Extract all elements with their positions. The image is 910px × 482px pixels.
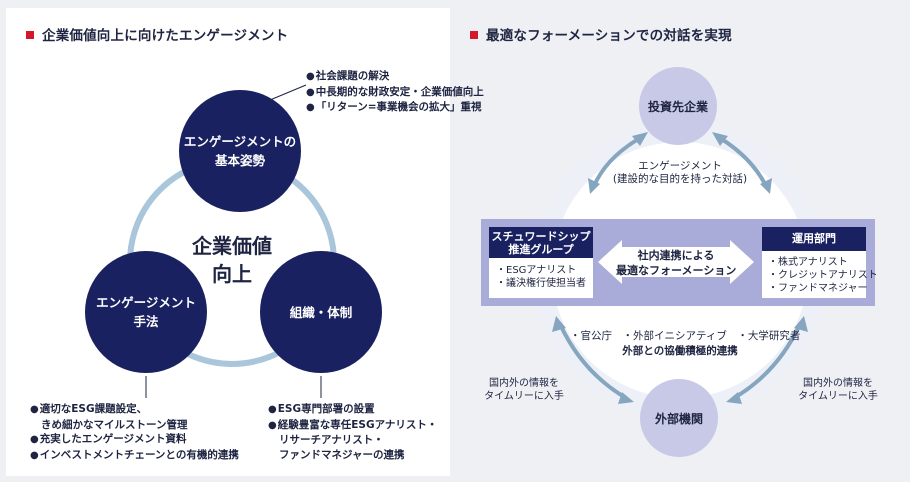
circle-basic-stance [179,90,301,212]
operations-item: ・株式アナリスト [768,257,848,268]
operations-item: ・ファンドマネジャー [768,283,868,294]
center-value-line1: 企業価値 [192,234,272,258]
bullet-item: ●社会課題の解決 [306,70,390,82]
stewardship-box-head: スチュワードシップ 推進グループ [489,227,593,258]
arrow-top-right [718,136,768,188]
bullet-item: ●「リターン=事業機会の拡大」重視 [306,101,482,113]
bullets-organization: ●ESG専門部署の設置 ●経験豊富な専任ESGアナリスト・ リサーチアナリスト・… [268,402,437,462]
label-basic-stance-line2: 基本姿勢 [214,153,265,168]
arrow-top-left [592,136,642,188]
info-right-line1: 国内外の情報を [803,378,873,389]
node-external-label: 外部機関 [654,412,703,426]
external-collab-line1: ・官公庁 ・外部イニシアティブ ・大学研究者 [570,330,801,342]
engagement-caption: エンゲージメント (建設的な目的を持った対話) [600,160,760,186]
stewardship-head-line1: スチュワードシップ [491,230,591,243]
bullet-item: ●ESG専門部署の設置 [268,403,375,415]
bullet-item: ●中長期的な財政安定・企業価値向上 [306,85,484,98]
node-investee-label: 投資先企業 [647,100,708,114]
operations-items: ・株式アナリスト ・クレジットアナリスト ・ファンドマネジャー [768,256,878,295]
bullet-item: ●インベストメントチェーンとの有機的連携 [30,448,239,461]
center-arrow-line2: 最適なフォーメーション [616,264,737,277]
bullet-text: 経験豊富な専任ESGアナリスト・ [277,418,438,431]
node-investee [639,67,717,145]
center-arrow-text: 社内連携による 最適なフォーメーション [616,248,736,278]
bullet-item: ●経験豊富な専任ESGアナリスト・ [268,418,438,431]
info-left-line1: 国内外の情報を [489,378,559,389]
circle-method [85,251,207,373]
red-square-icon [470,31,478,39]
label-organization-line1: 組織・体制 [289,305,353,320]
bullet-text: 社会課題の解決 [315,70,390,82]
left-heading: 企業価値向上に向けたエンゲージメント [26,24,288,44]
info-caption-right: 国内外の情報を タイムリーに入手 [792,377,884,403]
bullet-text-cont: リサーチアナリスト・ [279,434,384,446]
node-external [640,379,718,457]
arrowhead-tr-a [712,132,728,146]
bullets-method: ●適切なESG課題設定、 きめ細かなマイルストーン管理 ●充実したエンゲージメン… [30,402,239,463]
center-value-text: 企業価値 向上 [182,232,282,288]
label-basic-stance: エンゲージメントの 基本姿勢 [179,132,301,170]
arrow-bottom-right [732,322,802,400]
info-right-line2: タイムリーに入手 [798,391,878,402]
bullet-text-cont: きめ細かなマイルストーン管理 [41,418,188,431]
center-value-line2: 向上 [212,262,252,286]
label-method-line2: 手法 [133,314,159,329]
arrowhead-br-a [794,316,808,332]
bullet-text-cont: ファンドマネジャーの連携 [279,448,405,461]
external-collab-line2: 外部との協働積極的連携 [622,345,738,357]
center-arrow-line1: 社内連携による [637,249,715,262]
label-method: エンゲージメント 手法 [85,293,207,331]
red-square-icon [26,31,34,39]
bullet-text: ESG専門部署の設置 [277,403,375,415]
label-organization: 組織・体制 [260,303,382,322]
leader-line-top [269,84,307,101]
arrow-bottom-left [558,322,628,400]
external-collab-text: ・官公庁 ・外部イニシアティブ ・大学研究者 外部との協働積極的連携 [570,329,801,359]
bullet-text: 中長期的な財政安定・企業価値向上 [315,85,484,98]
center-double-arrow [598,240,754,284]
stewardship-head-line2: 推進グループ [508,243,574,256]
bullet-text: インベストメントチェーンとの有機的連携 [39,448,239,461]
bullet-item: ●適切なESG課題設定、 [30,403,148,415]
right-heading: 最適なフォーメーションでの対話を実現 [470,24,732,44]
arrowhead-br-b [726,392,742,404]
operations-head-line1: 運用部門 [792,232,836,245]
circle-organization [260,251,382,373]
arrowheads [552,132,808,404]
stewardship-item: ・ESGアナリスト [496,265,577,276]
arrow-group [558,136,802,400]
label-basic-stance-line1: エンゲージメントの [183,134,297,149]
info-left-line2: タイムリーに入手 [484,391,564,402]
bullet-text: 充実したエンゲージメント資料 [39,433,187,445]
engagement-caption-line1: エンゲージメント [638,160,722,172]
arrowhead-tl-a [632,132,648,146]
arrowhead-tl-b [588,178,600,194]
operations-box-head: 運用部門 [762,227,866,251]
arrowhead-bl-a [552,316,566,332]
stewardship-items: ・ESGアナリスト ・議決権行使担当者 [496,264,586,290]
right-heading-text: 最適なフォーメーションでの対話を実現 [486,28,732,44]
arrowhead-bl-b [618,392,634,404]
left-heading-text: 企業価値向上に向けたエンゲージメント [42,28,289,44]
label-method-line1: エンゲージメント [96,295,196,310]
bullet-item: ●充実したエンゲージメント資料 [30,433,187,445]
operations-item: ・クレジットアナリスト [768,270,878,281]
left-panel [6,8,450,476]
arrowhead-tr-b [760,178,772,194]
bullet-text: 適切なESG課題設定、 [39,403,148,415]
engagement-caption-line2: (建設的な目的を持った対話) [612,173,748,185]
stewardship-item: ・議決権行使担当者 [496,278,586,289]
bullet-text: 「リターン=事業機会の拡大」重視 [315,101,482,113]
info-caption-left: 国内外の情報を タイムリーに入手 [478,377,570,403]
bullets-basic-stance: ●社会課題の解決 ●中長期的な財政安定・企業価値向上 ●「リターン=事業機会の拡… [306,69,484,116]
